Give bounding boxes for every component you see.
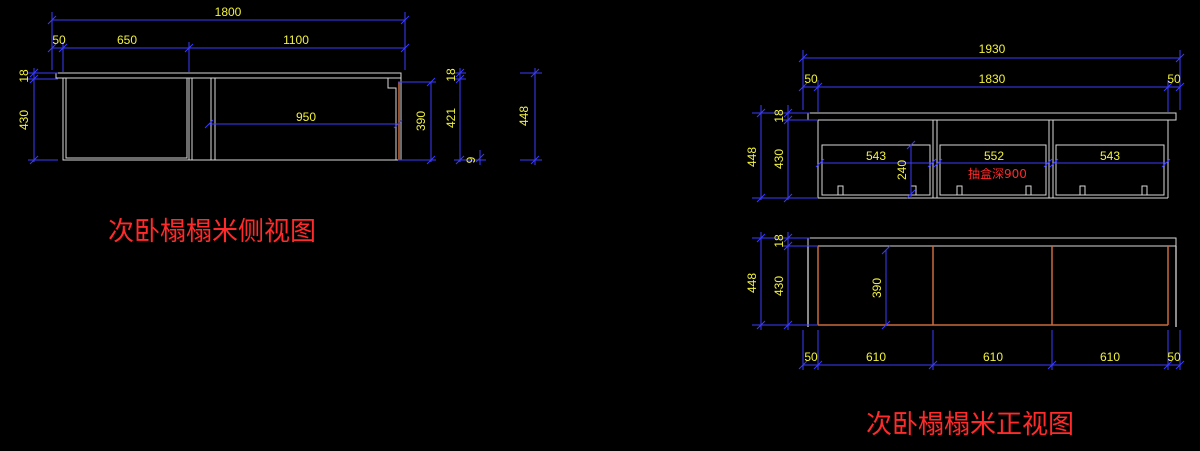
label-430-front-top: 430: [772, 149, 786, 169]
drawer-depth-note: 抽盒深900: [968, 166, 1027, 181]
label-50-side: 50: [52, 33, 66, 47]
label-610-bay2: 610: [983, 350, 1003, 364]
dim-total-width-side: 1800: [47, 5, 410, 70]
side-view-title: 次卧榻榻米侧视图: [108, 217, 316, 247]
label-448-front-bottom: 448: [745, 273, 759, 293]
label-50-bottom-left: 50: [804, 350, 818, 364]
label-650: 650: [117, 33, 137, 47]
dim-left-vertical-front-bottom: 18 448 430: [745, 232, 818, 330]
label-430-side: 430: [17, 110, 31, 130]
dim-left-vertical-side: 18 430: [17, 68, 58, 165]
side-body-outline: [55, 72, 402, 161]
label-610-bay3: 610: [1100, 350, 1120, 364]
label-448-front-top: 448: [745, 147, 759, 167]
dim-drawer-height: 240: [895, 140, 916, 199]
front-view-lower: 390 18 448 430: [745, 232, 1185, 440]
dim-total-width-front: 1930: [798, 42, 1185, 110]
front-upper-body: [807, 112, 1177, 199]
label-18-front-top: 18: [772, 109, 786, 123]
dim-left-vertical-front-top: 18 448 430: [745, 105, 818, 203]
label-552: 552: [984, 149, 1004, 163]
label-1930: 1930: [979, 42, 1006, 56]
label-448-side: 448: [517, 106, 531, 126]
label-1100: 1100: [283, 33, 309, 47]
label-9: 9: [464, 156, 478, 163]
front-lower-body: [807, 237, 1177, 327]
dim-bays-front-bottom: 50 610 610 610 50: [798, 330, 1185, 370]
label-50-front-left: 50: [804, 72, 818, 86]
label-18-side-right: 18: [444, 68, 458, 82]
dim-right-vertical-side: 390 18 421 9 448: [398, 68, 542, 165]
side-view: 1800 50 650 1100: [17, 5, 542, 247]
label-390-front: 390: [870, 278, 884, 298]
label-50-bottom-right: 50: [1167, 350, 1181, 364]
dim-inner-height-front: 390: [870, 245, 891, 330]
label-390-side: 390: [414, 111, 428, 131]
label-421: 421: [444, 108, 458, 128]
label-50-front-right: 50: [1167, 72, 1181, 86]
label-430-front-bottom: 430: [772, 276, 786, 296]
label-543-left: 543: [866, 149, 886, 163]
label-240: 240: [895, 160, 909, 180]
label-1830: 1830: [979, 72, 1006, 86]
label-610-bay1: 610: [866, 350, 886, 364]
label-1800: 1800: [215, 5, 242, 19]
front-view-upper: 1930 50 1830 50: [745, 42, 1185, 203]
label-950: 950: [296, 110, 316, 124]
dim-drawer-widths: 543 552 543: [815, 149, 1171, 168]
label-543-right: 543: [1100, 149, 1120, 163]
dim-segments-front-top: 50 1830 50: [798, 72, 1185, 112]
label-18-front-bottom: 18: [772, 234, 786, 248]
front-view-title: 次卧榻榻米正视图: [866, 410, 1074, 440]
dim-inner-width-side: 950: [204, 110, 403, 129]
dim-segments-side: 50 650 1100: [47, 33, 410, 72]
label-18-side-left: 18: [17, 69, 31, 83]
